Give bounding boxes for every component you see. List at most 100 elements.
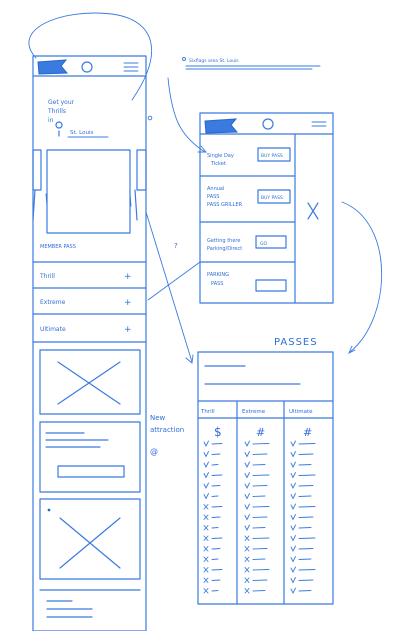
check-icon [203, 451, 209, 458]
row-label-line: Annual [207, 186, 224, 192]
feature-text-line [252, 527, 266, 529]
buy-pass-button-label: BUY PASS [261, 153, 283, 159]
feature-text-line [298, 506, 316, 508]
carousel-left-tick [45, 193, 48, 207]
check-icon [244, 524, 250, 532]
buy-pass-button[interactable] [257, 147, 291, 162]
phone-wireframe: Get your Thrills in St. Louis MEMBER PAS… [32, 55, 147, 631]
feature-text-line [252, 548, 268, 550]
check-icon [203, 440, 209, 448]
feature-text-line [211, 453, 221, 455]
check-icon [290, 577, 296, 584]
feature-text-line [211, 443, 223, 445]
image-placeholder-cross-icon [307, 202, 319, 220]
check-icon [244, 503, 250, 511]
price-symbol: $ [214, 425, 222, 439]
carousel-next-slide[interactable] [136, 149, 147, 191]
carousel-prev-slide[interactable] [32, 149, 42, 191]
row-label-line: Parking/Direct [207, 246, 242, 252]
content-card [39, 421, 141, 493]
feature-text-line [252, 590, 266, 592]
brand-logo-icon [37, 59, 69, 75]
connector-arrow [145, 211, 193, 363]
buy-pass-button[interactable] [257, 189, 291, 204]
row-label-line: PASS [211, 281, 223, 287]
note-bullet-icon [182, 57, 186, 61]
check-icon [290, 440, 296, 448]
feature-text-line [211, 495, 219, 497]
row-label-line: Single Day [207, 153, 234, 159]
check-icon [290, 587, 296, 595]
list-item[interactable]: Thrill + [39, 272, 132, 282]
directions-button[interactable] [255, 235, 287, 249]
arrow-head-icon [185, 354, 194, 364]
cross-icon [244, 588, 250, 594]
carousel-side-edges [32, 189, 138, 221]
check-icon [244, 482, 250, 490]
feature-text-line [252, 485, 268, 487]
list-item[interactable]: Extreme + [40, 298, 132, 308]
check-icon [203, 482, 209, 490]
check-icon [290, 514, 296, 521]
price-symbol: # [303, 426, 312, 439]
feature-text-line [298, 516, 314, 518]
cross-icon [203, 546, 209, 552]
feature-text-line [252, 569, 270, 571]
member-pass-label: MEMBER PASS [40, 244, 76, 250]
search-icon [262, 118, 274, 130]
feature-text-line [252, 516, 268, 518]
location-label[interactable]: St. Louis [70, 130, 93, 136]
expand-plus-icon[interactable]: + [124, 325, 132, 335]
check-icon [244, 461, 250, 469]
address-note-text: Sixflags area St. Louis [189, 58, 239, 64]
check-icon [290, 524, 296, 532]
check-icon [290, 451, 296, 458]
parking-pass-button[interactable] [255, 279, 287, 292]
content-image-placeholder [39, 349, 141, 415]
detail-screen-wireframe: Single Day Ticket BUY PASS Annual PASS P… [199, 112, 334, 304]
feature-text-line [298, 579, 314, 581]
cross-icon [203, 535, 209, 541]
row-label-line: Getting there [207, 238, 240, 244]
check-icon [244, 472, 250, 479]
feature-text-line [211, 464, 219, 466]
feature-text-line [252, 558, 266, 560]
annotation-line: attraction [150, 426, 184, 434]
feature-text-line [211, 558, 219, 560]
check-icon [203, 493, 209, 500]
question-mark-label: ? [174, 242, 178, 250]
cross-icon [203, 567, 209, 573]
list-item-label: Thrill [39, 273, 55, 280]
passes-title: PASSES [274, 337, 318, 348]
annotation-line: @ [150, 447, 158, 456]
price-symbol: # [256, 426, 265, 439]
feature-text-line [211, 485, 221, 487]
cross-icon [203, 556, 209, 562]
feature-text-line [252, 495, 266, 497]
column-header: Ultimate [289, 409, 313, 415]
check-icon [290, 503, 296, 511]
content-card-button[interactable] [57, 465, 125, 478]
check-icon [290, 566, 296, 574]
headline-line-2: Thrills [47, 108, 66, 115]
check-icon [203, 461, 209, 469]
feature-text-line [252, 464, 266, 466]
hero-image-placeholder [46, 149, 131, 234]
list-item-label: Extreme [40, 299, 66, 306]
list-item[interactable]: Ultimate + [40, 325, 132, 335]
address-note: Sixflags area St. Louis [182, 57, 321, 70]
check-icon [290, 556, 296, 563]
expand-plus-icon[interactable]: + [124, 298, 132, 308]
connector-arrow [147, 261, 201, 301]
check-icon [244, 440, 250, 448]
passes-frame [197, 351, 334, 605]
content-image-placeholder [39, 498, 141, 580]
feature-text-line [298, 537, 316, 539]
connector-curve [28, 12, 153, 101]
hamburger-menu-icon[interactable] [123, 62, 139, 72]
feature-text-line [252, 474, 270, 476]
check-icon [244, 514, 250, 521]
headline-line-3: in [48, 117, 54, 124]
expand-plus-icon[interactable]: + [124, 272, 132, 282]
hamburger-menu-icon[interactable] [311, 121, 327, 127]
